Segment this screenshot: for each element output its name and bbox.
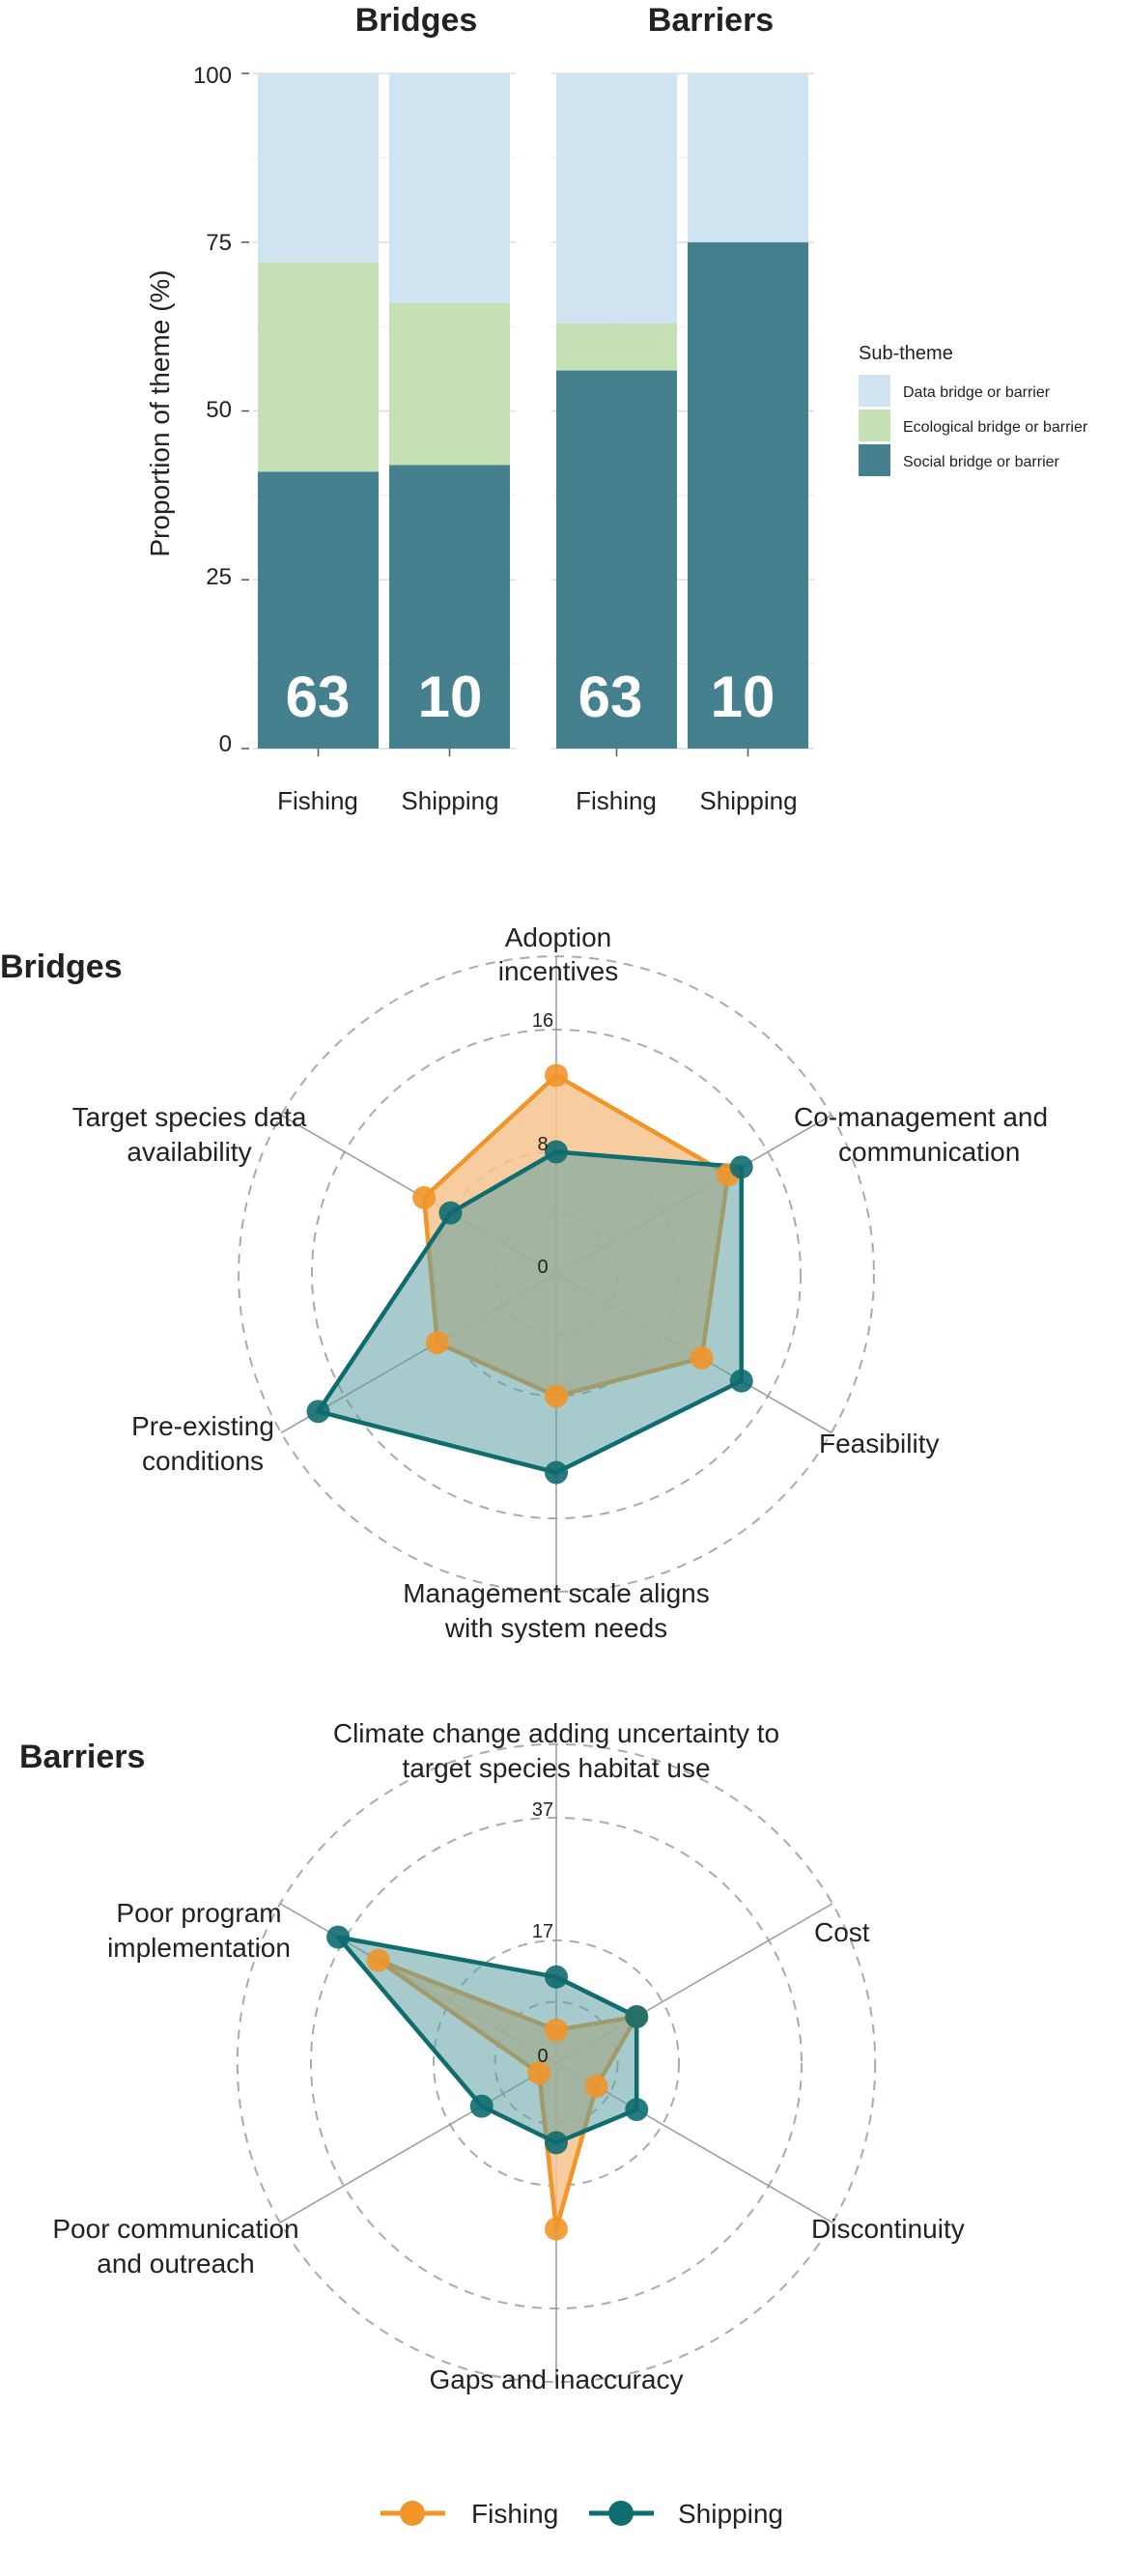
bar-segment-social [258, 471, 379, 749]
radar-point-fishing [412, 1185, 437, 1209]
radar-bridges: Bridges 16 8 0 Adoption incentives Co-ma… [0, 922, 1048, 1643]
radar-point-shipping [438, 1201, 463, 1225]
radar-point-fishing [545, 2217, 568, 2241]
legend-swatch-data [859, 375, 890, 407]
radar-point-fishing [584, 2075, 608, 2099]
axis-label: incentives [498, 956, 619, 986]
bar-segment-ecological [556, 323, 677, 371]
series-legend: Fishing Shipping [381, 2499, 783, 2529]
panel-title-bridges: Bridges [355, 2, 478, 39]
ring-label: 16 [532, 1010, 553, 1032]
y-tick-label: 100 [193, 63, 232, 89]
radar-point-shipping [625, 2098, 649, 2122]
radar-point-shipping [729, 1369, 753, 1393]
bar-segment-social [389, 465, 510, 749]
legend-marker-fishing [400, 2501, 425, 2526]
radar-point-fishing [545, 2018, 568, 2042]
radar-bridges-layer [238, 955, 875, 1593]
radar-point-fishing [545, 1063, 568, 1088]
ring-label: 17 [532, 1921, 553, 1942]
axis-label: target species habitat use [402, 1753, 710, 1783]
radar-point-fishing [545, 1384, 568, 1408]
x-tick-label: Shipping [699, 786, 797, 815]
radar-point-shipping [469, 2094, 494, 2118]
axis-label: with system needs [444, 1613, 667, 1643]
legend-label-shipping: Shipping [678, 2499, 783, 2529]
bars-layer [241, 72, 814, 756]
axis-label: communication [838, 1137, 1020, 1167]
radar-barriers-layer [236, 1742, 877, 2384]
axis-label: Co-management and [794, 1102, 1048, 1132]
axis-label: conditions [142, 1446, 264, 1476]
legend-marker-shipping [608, 2501, 634, 2526]
y-tick-label: 0 [219, 731, 232, 757]
axis-label: Management scale aligns [403, 1578, 710, 1608]
bar-count-label: 10 [418, 665, 483, 729]
bar-segment-data [688, 73, 808, 242]
axis-label: Discontinuity [811, 2214, 965, 2244]
radar-barriers: Barriers 37 17 0 Climate change adding u… [19, 1718, 965, 2394]
bar-segment-social [556, 370, 677, 749]
legend-title: Sub-theme [859, 343, 953, 364]
axis-label: Climate change adding uncertainty to [333, 1718, 779, 1748]
y-tick-label: 50 [206, 397, 232, 423]
bar-segment-social [688, 241, 808, 749]
axis-label: availability [127, 1137, 251, 1167]
y-tick-label: 75 [206, 230, 232, 256]
radar-point-fishing [527, 2061, 551, 2085]
radar-point-shipping [625, 2004, 649, 2028]
axis-label: Poor communication [52, 2214, 298, 2244]
y-tick-label: 25 [206, 564, 232, 590]
y-axis-label: Proportion of theme (%) [145, 269, 175, 556]
legend-swatch-social [859, 444, 890, 476]
axis-label: implementation [107, 1933, 291, 1963]
legend-label: Ecological bridge or barrier [903, 419, 1088, 436]
radar-point-shipping [306, 1400, 330, 1424]
legend-label: Social bridge or barrier [903, 454, 1060, 470]
bar-segment-data [389, 73, 510, 303]
axis-label: Target species data [72, 1102, 307, 1132]
ring-label: 8 [537, 1134, 548, 1155]
axis-label: Feasibility [819, 1429, 939, 1458]
bar-count-label: 63 [286, 665, 351, 729]
bar-segment-ecological [389, 302, 510, 466]
axis-label: and outreach [97, 2249, 254, 2279]
bar-count-label: 63 [578, 665, 643, 729]
axis-label: Gaps and inaccuracy [429, 2364, 683, 2394]
radar-point-shipping [545, 1140, 568, 1164]
radar-series-shipping [316, 1149, 744, 1475]
ring-label: 0 [537, 1257, 548, 1278]
radar-point-shipping [729, 1155, 753, 1179]
legend-label-fishing: Fishing [471, 2499, 558, 2529]
radar-point-shipping [545, 1965, 568, 1989]
x-tick-label: Fishing [277, 786, 358, 815]
ring-label: 37 [532, 1799, 553, 1821]
legend-swatch-ecological [859, 410, 890, 441]
bar-segment-data [258, 73, 379, 263]
legend-label: Data bridge or barrier [903, 384, 1051, 401]
axis-label: Adoption [505, 922, 612, 952]
bar-chart: Bridges Barriers Proportion of theme (%)… [145, 2, 1088, 815]
axis-label: Pre-existing [131, 1411, 274, 1441]
radar-title-bridges: Bridges [0, 948, 123, 985]
bar-segment-ecological [258, 262, 379, 472]
radar-point-fishing [690, 1345, 714, 1370]
radar-title-barriers: Barriers [19, 1739, 145, 1775]
bar-legend: Sub-theme Data bridge or barrier Ecologi… [859, 343, 1088, 476]
radar-point-fishing [366, 1948, 390, 1972]
radar-point-shipping [545, 1460, 568, 1485]
x-tick-label: Shipping [401, 786, 498, 815]
axis-label: Cost [814, 1917, 870, 1947]
bar-count-label: 10 [711, 665, 776, 729]
radar-point-fishing [425, 1331, 449, 1355]
panel-title-barriers: Barriers [648, 2, 774, 39]
axis-label: Poor program [116, 1898, 281, 1928]
x-tick-label: Fishing [576, 786, 657, 815]
bar-segment-data [556, 73, 677, 324]
ring-label: 0 [537, 2046, 548, 2067]
radar-point-shipping [545, 2131, 568, 2155]
radar-point-shipping [326, 1925, 351, 1949]
